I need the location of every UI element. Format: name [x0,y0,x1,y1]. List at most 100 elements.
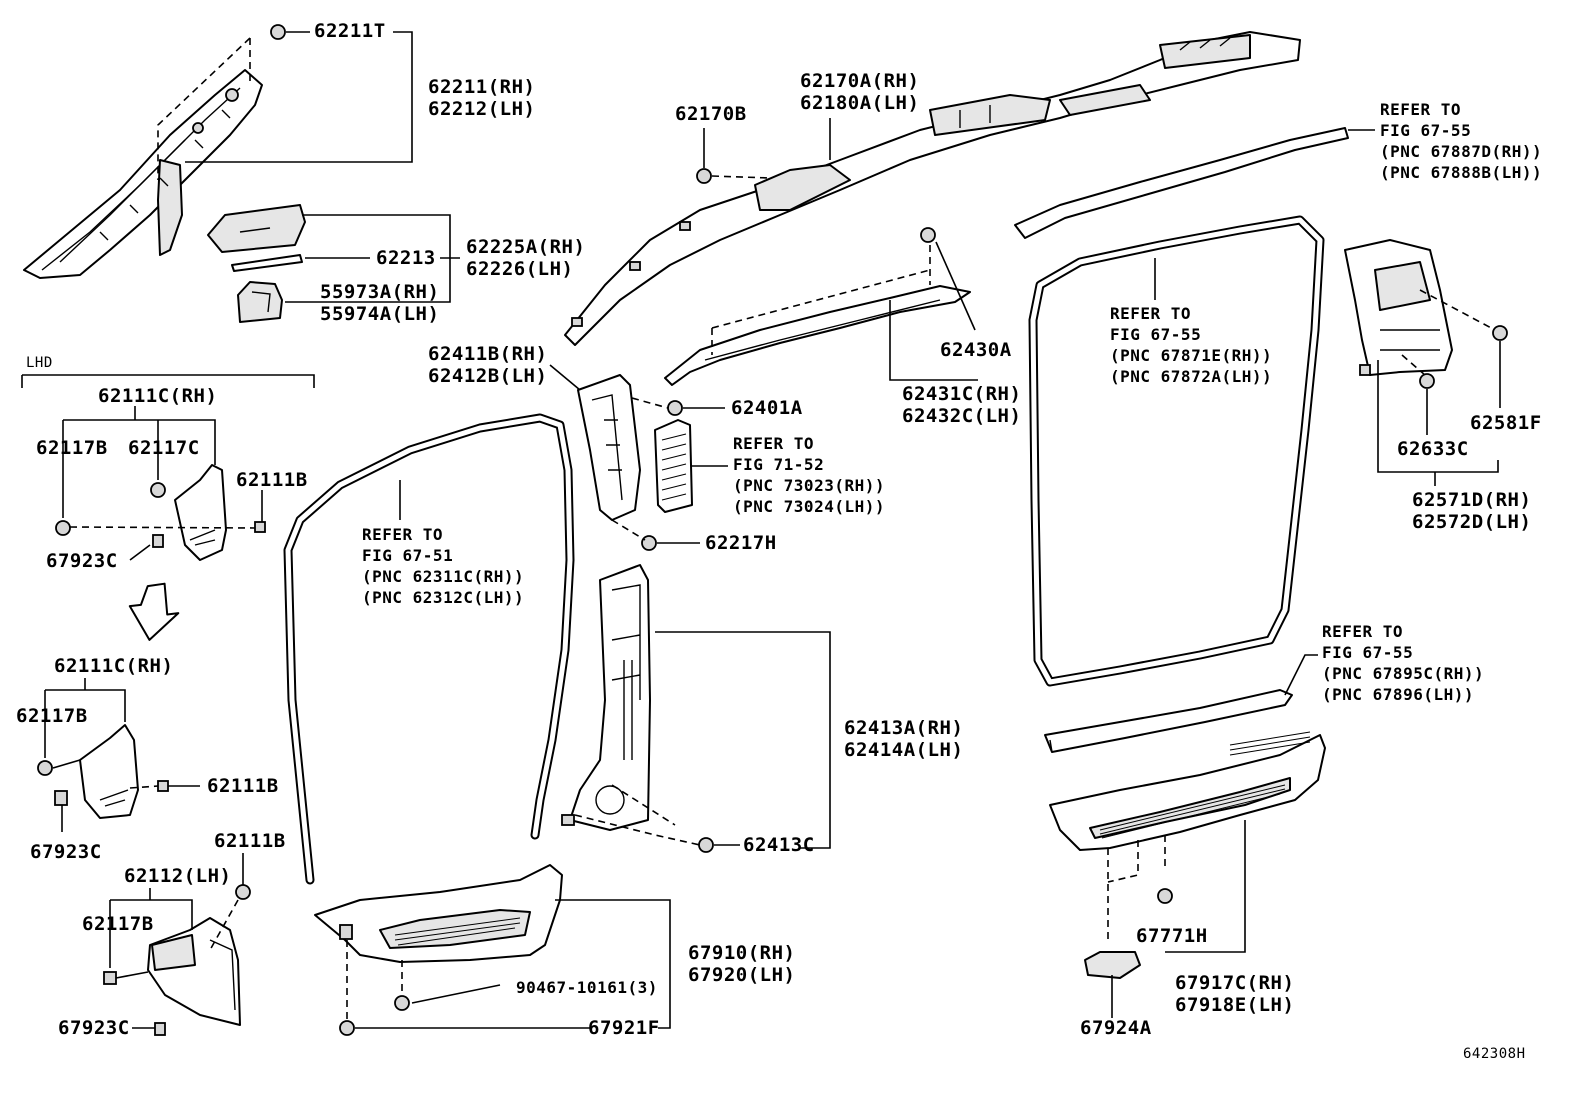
label-90467: 90467-10161(3) [516,978,658,997]
label-62211-rh: 62211(RH) [428,76,536,98]
cowl-side-trim-1 [174,464,227,561]
clip-67771H [1157,888,1173,904]
arrow-icon [128,582,180,641]
clip-90467 [394,995,410,1011]
ref-71-52-line4: (PNC 73024(LH)) [733,497,885,516]
label-62111B-2: 62111B [207,775,279,797]
label-62432C-lh: 62432C(LH) [902,405,1022,427]
label-62572D-lh: 62572D(LH) [1412,511,1532,533]
ref-67-51-line2: FIG 67-51 [362,546,454,565]
label-62633C: 62633C [1397,438,1469,460]
label-67924A: 67924A [1080,1017,1152,1039]
label-62212-lh: 62212(LH) [428,98,536,120]
ref-67-55-top-line2: FIG 67-55 [1380,121,1472,140]
label-62111C-2: 62111C(RH) [54,655,174,677]
label-67921F: 67921F [588,1017,660,1039]
ref-67-51-line3: (PNC 62311C(RH)) [362,567,525,586]
label-62217H: 62217H [705,532,777,554]
ref-67-51-line1: REFER TO [362,525,444,544]
label-62111B-1: 62111B [236,469,308,491]
label-62413C: 62413C [743,834,815,856]
ref-67-55-door-line3: (PNC 67871E(RH)) [1110,346,1273,365]
label-67920-lh: 67920(LH) [688,964,796,986]
ref-71-52-line3: (PNC 73023(RH)) [733,476,885,495]
clip-62413C [698,837,714,853]
label-62117B-1: 62117B [36,437,108,459]
label-62111B-3: 62111B [214,830,286,852]
label-62211T: 62211T [314,20,386,42]
label-67923C-1: 67923C [46,550,118,572]
label-55974A-lh: 55974A(LH) [320,303,440,325]
label-62413A-rh: 62413A(RH) [844,717,964,739]
label-62213: 62213 [376,247,436,269]
ref-67-55-door-line1: REFER TO [1110,304,1192,323]
b-pillar-upper [577,374,641,521]
roof-side-garnish [664,285,971,386]
front-scuff-plate [314,864,563,963]
ref-67-55-top-line3: (PNC 67887D(RH)) [1380,142,1543,161]
diagram-id: 642308H [1463,1046,1526,1062]
clip-62211T [270,24,286,40]
label-62401A: 62401A [731,397,803,419]
rear-sill-strip [1044,689,1293,753]
front-door-seal [283,413,575,885]
ref-67-55-sill-line1: REFER TO [1322,622,1404,641]
label-67918E-lh: 67918E(LH) [1175,994,1295,1016]
label-62414A-lh: 62414A(LH) [844,739,964,761]
label-62226-lh: 62226(LH) [466,258,574,280]
clip-62430A [920,227,936,243]
clip-62581F [1492,325,1508,341]
label-62430A: 62430A [940,339,1012,361]
label-62170A-rh: 62170A(RH) [800,70,920,92]
assist-grip [207,204,306,272]
ref-67-55-door-line4: (PNC 67872A(LH)) [1110,367,1273,386]
label-62117C: 62117C [128,437,200,459]
clip-62217H [641,535,657,551]
ref-67-51-line4: (PNC 62312C(LH)) [362,588,525,607]
ref-67-55-top-line4: (PNC 67888B(LH)) [1380,163,1543,182]
label-67917C-rh: 67917C(RH) [1175,972,1295,994]
label-62225A-rh: 62225A(RH) [466,236,586,258]
label-62431C-rh: 62431C(RH) [902,383,1022,405]
ref-67-55-sill-line2: FIG 67-55 [1322,643,1414,662]
lhd-label: LHD [26,355,53,371]
ref-71-52-line2: FIG 71-52 [733,455,825,474]
label-67923C-2: 67923C [30,841,102,863]
label-62411B-rh: 62411B(RH) [428,343,548,365]
curtain-airbag [564,31,1301,346]
label-62117B-2: 62117B [16,705,88,727]
bolt-62170B [696,168,712,184]
label-62111C-1: 62111C(RH) [98,385,218,407]
ref-67-55-sill-line4: (PNC 67896(LH)) [1322,685,1474,704]
label-62112-lh: 62112(LH) [124,865,232,887]
ref-67-55-top-line1: REFER TO [1380,100,1462,119]
label-62117B-3: 62117B [82,913,154,935]
clip-67924A [1084,951,1141,979]
label-67910-rh: 67910(RH) [688,942,796,964]
clip-62633C [1419,373,1435,389]
clip-62401A [667,400,683,416]
label-62170B: 62170B [675,103,747,125]
clip-67921F [339,1020,355,1036]
ref-67-55-door-line2: FIG 67-55 [1110,325,1202,344]
roof-weatherstrip [1014,127,1349,239]
quarter-garnish [1344,239,1453,376]
label-67923C-3: 67923C [58,1017,130,1039]
rear-door-seal [1028,215,1325,687]
rear-scuff-plate [1049,731,1326,851]
a-pillar-garnish [23,69,263,279]
ref-67-55-sill-line3: (PNC 67895C(RH)) [1322,664,1485,683]
seatbelt-adjuster [654,419,693,513]
cowl-side-trim-2 [79,724,139,819]
cowl-side-trim-3 [147,917,241,1026]
bracket-55973A [237,281,283,323]
label-55973A-rh: 55973A(RH) [320,281,440,303]
label-62412B-lh: 62412B(LH) [428,365,548,387]
label-67771H: 67771H [1136,925,1208,947]
label-62180A-lh: 62180A(LH) [800,92,920,114]
b-pillar-lower [561,564,651,831]
ref-71-52-line1: REFER TO [733,434,815,453]
label-62571D-rh: 62571D(RH) [1412,489,1532,511]
